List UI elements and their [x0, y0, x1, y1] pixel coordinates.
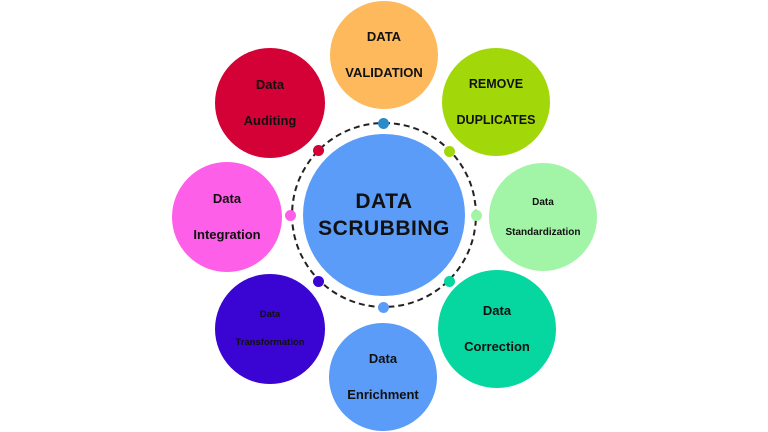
node-label-line1: Data	[255, 77, 285, 92]
node-label-line1: Data	[368, 351, 398, 366]
node-data-validation: DATA VALIDATION	[330, 1, 438, 109]
node-label-line1: REMOVE	[468, 77, 524, 91]
node-remove-duplicates: REMOVE DUPLICATES	[442, 48, 550, 156]
node-label-line2: VALIDATION	[345, 65, 423, 80]
node-label-line1: Data	[532, 196, 554, 208]
node-label-line2: Correction	[464, 339, 530, 354]
ring-dot-left	[285, 210, 296, 221]
ring-dot-top	[378, 118, 389, 129]
node-label-line2: Enrichment	[347, 387, 419, 402]
node-label-line1: Data	[212, 191, 242, 206]
ring-dot-bottom-right	[444, 276, 455, 287]
center-title-line2: SCRUBBING	[318, 217, 450, 240]
node-label-line1: Data	[482, 303, 512, 318]
center-circle: DATA SCRUBBING	[303, 134, 465, 296]
node-data-standardization: Data Standardization	[489, 163, 597, 271]
node-data-correction: Data Correction	[438, 270, 556, 388]
node-data-integration: Data Integration	[172, 162, 282, 272]
ring-dot-right	[471, 210, 482, 221]
node-label-line2: Standardization	[505, 226, 581, 238]
node-label-line1: DATA	[366, 29, 402, 44]
center-title-line1: DATA	[355, 190, 413, 213]
ring-dot-bottom	[378, 302, 389, 313]
node-label-line2: Integration	[193, 227, 261, 242]
node-data-enrichment: Data Enrichment	[329, 323, 437, 431]
ring-dot-bottom-left	[313, 276, 324, 287]
node-label-line2: Transformation	[235, 337, 305, 348]
ring-dot-top-right	[444, 146, 455, 157]
ring-dot-top-left	[313, 145, 324, 156]
center-title: DATA SCRUBBING	[318, 188, 450, 242]
node-label-line2: DUPLICATES	[456, 113, 536, 127]
node-data-transformation: Data Transformation	[215, 274, 325, 384]
node-label-line1: Data	[259, 309, 281, 320]
node-data-auditing: Data Auditing	[215, 48, 325, 158]
node-label-line2: Auditing	[243, 113, 297, 128]
